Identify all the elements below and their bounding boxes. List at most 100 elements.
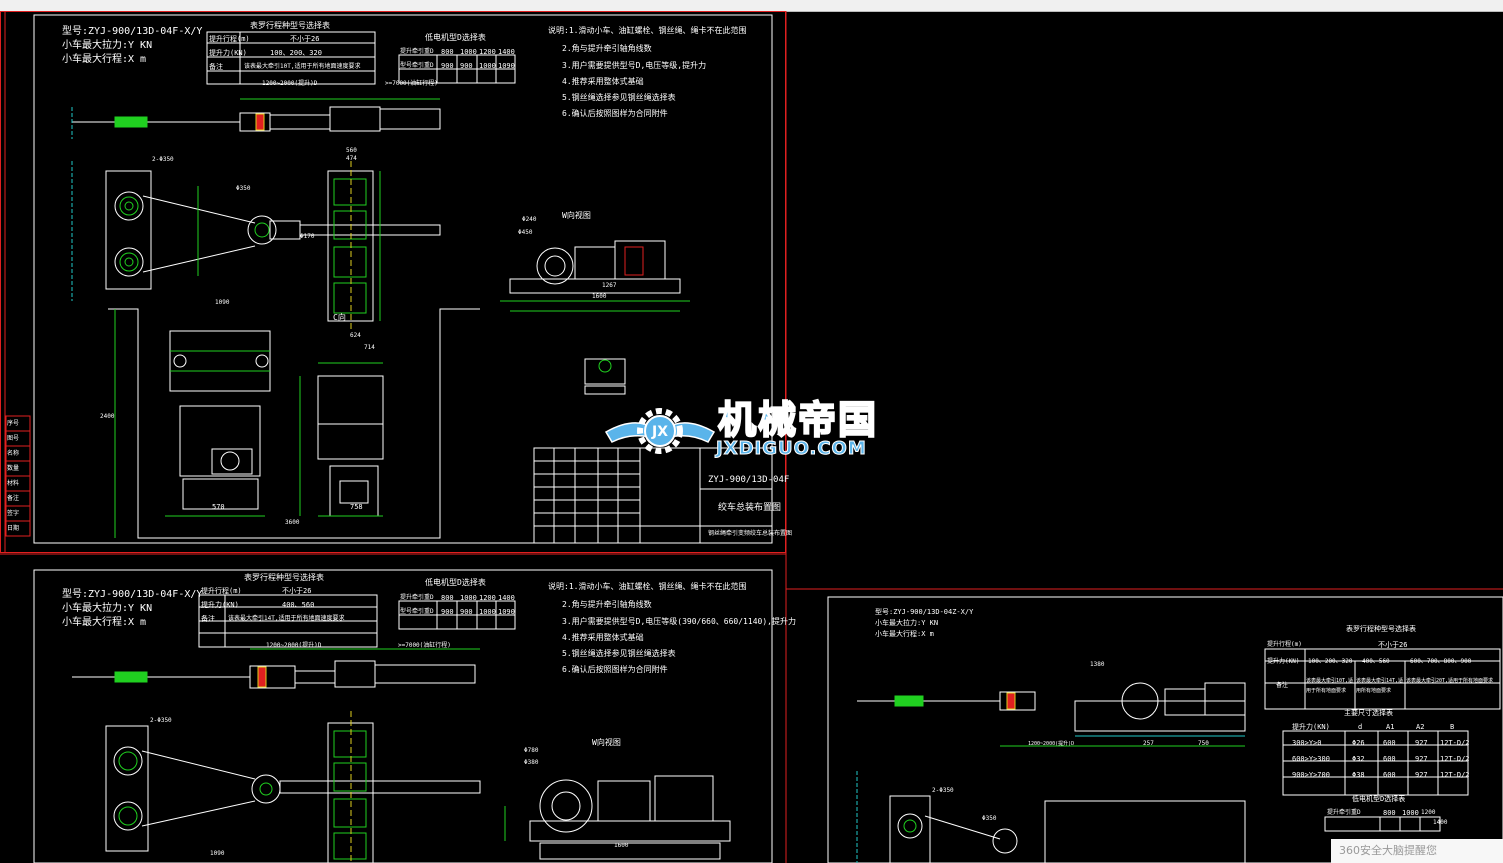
sheet1-motor-cell: 1000	[479, 62, 496, 70]
sheet3-motor-cell: 1200	[1421, 809, 1436, 816]
sheet3-max-travel-label: 小车最大行程:X m	[875, 630, 934, 638]
sheet1-spec-row-value: 100、200、320	[270, 49, 322, 57]
security-toast[interactable]: 360安全大脑提醒您	[1331, 839, 1503, 863]
sheet1-dim-label: 624	[350, 332, 361, 339]
sheet3-size-cell: 12T-D/2	[1440, 739, 1470, 747]
sheet3-size-cell: 12T-D/2	[1440, 771, 1470, 779]
sheet2-max-pull-label: 小车最大拉力:Y KN	[62, 603, 153, 614]
sheet1-spec-row-key: 提升力(KN)	[209, 49, 247, 57]
sheet1-drawing-desc: 钢丝绳牵引变频绞车总装布置图	[708, 530, 793, 537]
sheet2-spec-row-key: 提升力(KN)	[201, 601, 239, 609]
sheet1-dim-label: Φ170	[300, 233, 315, 240]
sheet3-size-cell: 600	[1383, 755, 1396, 763]
sheet2-spec-row-value: 不小于26	[282, 587, 312, 595]
sheet3-size-head: B	[1450, 723, 1455, 731]
left-strip-label: 材料	[7, 480, 20, 487]
cad-drawing-canvas[interactable]	[0, 11, 1503, 863]
gear-wings-logo-icon: JX	[604, 408, 716, 454]
sheet1-note: 6.确认后按照图样为合同附件	[562, 109, 668, 118]
sheet1-motor-cell: 1200	[479, 48, 496, 56]
sheet3-size-cell: 600	[1383, 771, 1396, 779]
sheet1-dim-label: 714	[364, 344, 375, 351]
sheet1-note: 2.角与提升牵引轴角线数	[562, 44, 652, 53]
sheet1-motor-cell: 800	[441, 48, 454, 56]
sheet1-drawing-code: ZYJ-900/13D-04F	[708, 475, 790, 485]
sheet1-drawing-name: 绞车总装布置图	[718, 503, 782, 513]
left-strip-label: 图号	[7, 435, 20, 442]
sheet2-winch-plan-view	[72, 648, 731, 863]
sheet2-note: 说明:1.滑动小车、油缸螺栓、钢丝绳、绳卡不在此范围	[548, 582, 747, 591]
sheet3-motor-cell: 800	[1383, 809, 1396, 817]
sheet1-motor-cell: 1400	[498, 48, 515, 56]
sheet2-max-travel-label: 小车最大行程:X m	[62, 617, 147, 628]
sheet1-motor-row-key: 型号牵引重D	[400, 62, 434, 69]
sheet1-dim-label: 570	[212, 503, 225, 511]
sheet2-motor-cell: 900	[460, 608, 473, 616]
sheet1-max-pull-label: 小车最大拉力:Y KN	[62, 40, 153, 51]
watermark-subtitle: JXDIGUO.COM	[716, 438, 867, 460]
sheet3-dim-label: Φ350	[982, 815, 997, 822]
sheet2-note: 6.确认后按照图样为合同附件	[562, 665, 668, 674]
sheet2-motor-cell: 800	[441, 594, 454, 602]
sheet3-size-head: A1	[1386, 723, 1395, 731]
sheet3-size-cell: 927	[1415, 755, 1428, 763]
sheet1-dim-label: Φ350	[236, 185, 251, 192]
sheet3-size-cell: 927	[1415, 739, 1428, 747]
sheet3-spec-cell: 600、700、800、900	[1410, 658, 1472, 665]
sheet3-size-cell: 900>Y>700	[1292, 771, 1330, 779]
sheet3-tables	[1264, 648, 1501, 832]
sheet2-dim-label: Φ380	[524, 759, 539, 766]
left-revision-strip	[5, 415, 31, 537]
sheet3-size-head: d	[1358, 723, 1363, 731]
sheet1-dim-label: >=7000(油缸行程)	[385, 80, 438, 87]
sheet2-note: 2.角与提升牵引轴角线数	[562, 600, 652, 609]
sheet1-max-travel-label: 小车最大行程:X m	[62, 54, 147, 65]
sheet3-spec-row-key: 提升力(KN)	[1267, 658, 1300, 665]
sheet2-w-view-label: W向视图	[592, 738, 621, 747]
sheet3-spec-note-key: 备注	[1276, 682, 1289, 689]
watermark-title: 机械帝国	[717, 397, 879, 443]
sheet2-motor-cell: 1000	[479, 608, 496, 616]
sheet3-motor-row-key: 提升牵引重D	[1327, 809, 1361, 816]
sheet2-motor-cell: 1090	[498, 608, 515, 616]
sheet1-motor-cell: 900	[460, 62, 473, 70]
sheet1-motor-cell: 1090	[498, 62, 515, 70]
sheet3-dim-label: 257	[1143, 740, 1154, 747]
sheet1-spec-row-key: 提升行程(m)	[209, 35, 250, 43]
sheet1-note: 4.推荐采用整体式基础	[562, 77, 644, 86]
sheet1-tables	[206, 31, 773, 544]
left-strip-label: 日期	[7, 525, 20, 532]
sheet2-dim-label: 2-Φ350	[150, 717, 172, 724]
sheet3-spec-head-value: 不小于26	[1378, 641, 1408, 649]
sheet3-spec-table-title: 表罗行程种型号选择表	[1346, 625, 1416, 633]
sheet2-motor-row-key: 型号牵引重D	[400, 608, 434, 615]
sheet1-motor-cell: 900	[441, 62, 454, 70]
sheet2-motor-cell: 1000	[460, 594, 477, 602]
sheet1-w-view-label: W向视图	[562, 211, 591, 220]
site-watermark: JX 机械帝国 JXDIGUO.COM	[604, 397, 900, 464]
sheet3-max-pull-label: 小车最大拉力:Y KN	[875, 619, 939, 627]
sheet1-motor-cell: 1000	[460, 48, 477, 56]
sheet1-winch-plan-view	[71, 98, 690, 539]
sheet3-size-head: A2	[1416, 723, 1425, 731]
sheet2-note: 3.用户需要提供型号D,电压等级(390/660、660/1140),提升力	[562, 617, 796, 626]
sheet2-model-label: 型号:ZYJ-900/13D-04F-X/Y	[62, 589, 203, 600]
sheet2-spec-row-key: 备注	[201, 615, 215, 623]
left-strip-label: 序号	[7, 420, 20, 427]
sheet3-spec-cell: 400、560	[1362, 658, 1390, 665]
sheet1-dim-label: 1090	[215, 299, 230, 306]
sheet1-model-label: 型号:ZYJ-900/13D-04F-X/Y	[62, 26, 203, 37]
sheet2-motor-cell: 1400	[498, 594, 515, 602]
sheet3-size-head: 提升力(KN)	[1292, 723, 1330, 731]
sheet3-motor-table-title: 低电机型D选择表	[1352, 795, 1406, 803]
sheet3-size-cell: 600>Y>300	[1292, 755, 1330, 763]
sheet3-motor-cell: 1000	[1402, 809, 1419, 817]
sheet3-size-cell: Φ38	[1352, 771, 1365, 779]
sheet2-spec-table-title: 表罗行程种型号选择表	[244, 573, 324, 582]
sheet3-dim-label: 1200~2000(提升)D	[1028, 741, 1075, 747]
sheet1-dim-label: 1600	[592, 293, 607, 300]
sheet2-dim-label: 1200~2000(提升)D	[266, 642, 322, 649]
sheet2-spec-row-value: 该表最大牵引14T,适用于所有地面速度要求	[228, 615, 345, 622]
sheet1-motor-table-title: 低电机型D选择表	[425, 33, 486, 42]
sheet3-spec-note: 该表最大牵引14T,适用所有地面要求	[1356, 678, 1404, 694]
